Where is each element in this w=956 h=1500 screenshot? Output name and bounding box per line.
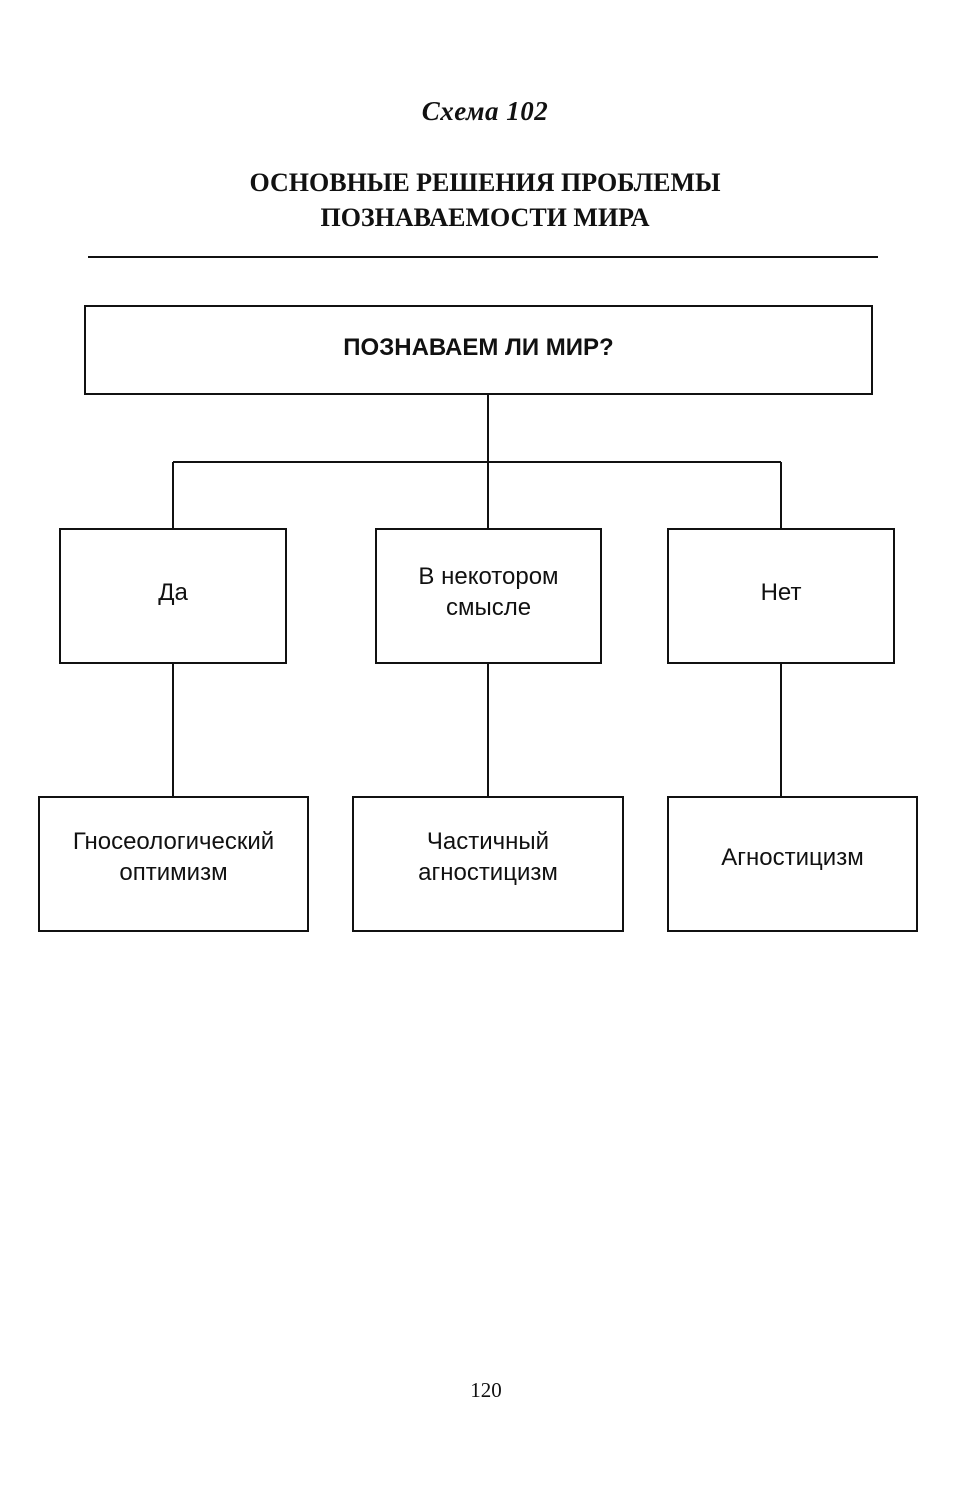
optimism-box: Гносеологический оптимизм [38,796,309,932]
answer-no-label: Нет [760,578,802,606]
answer-partly-box: В некотором смысле [375,528,602,664]
page-title-line-2: ПОЗНАВАЕМОСТИ МИРА [320,203,650,232]
answer-yes-label: Да [158,578,188,606]
partial-agnosticism-label: Частичный агностицизм [418,828,558,886]
answer-yes-box: Да [59,528,287,664]
answer-no-box: Нет [667,528,895,664]
answer-partly-label: В некотором смысле [418,563,559,621]
optimism-label: Гносеологический оптимизм [72,828,275,886]
agnosticism-label: Агностицизм [721,843,864,871]
partial-agnosticism-box: Частичный агностицизм [352,796,624,932]
page-title-line-1: ОСНОВНЫЕ РЕШЕНИЯ ПРОБЛЕМЫ [249,168,721,197]
root-question-label: ПОЗНАВАЕМ ЛИ МИР? [343,333,614,361]
page-title: ОСНОВНЫЕ РЕШЕНИЯ ПРОБЛЕМЫ ПОЗНАВАЕМОСТИ … [0,165,956,235]
title-divider [88,256,878,258]
agnosticism-box: Агностицизм [667,796,918,932]
page-number: 120 [470,1378,502,1402]
scheme-number: Схема 102 [421,96,549,126]
root-question-box: ПОЗНАВАЕМ ЛИ МИР? [84,305,873,395]
